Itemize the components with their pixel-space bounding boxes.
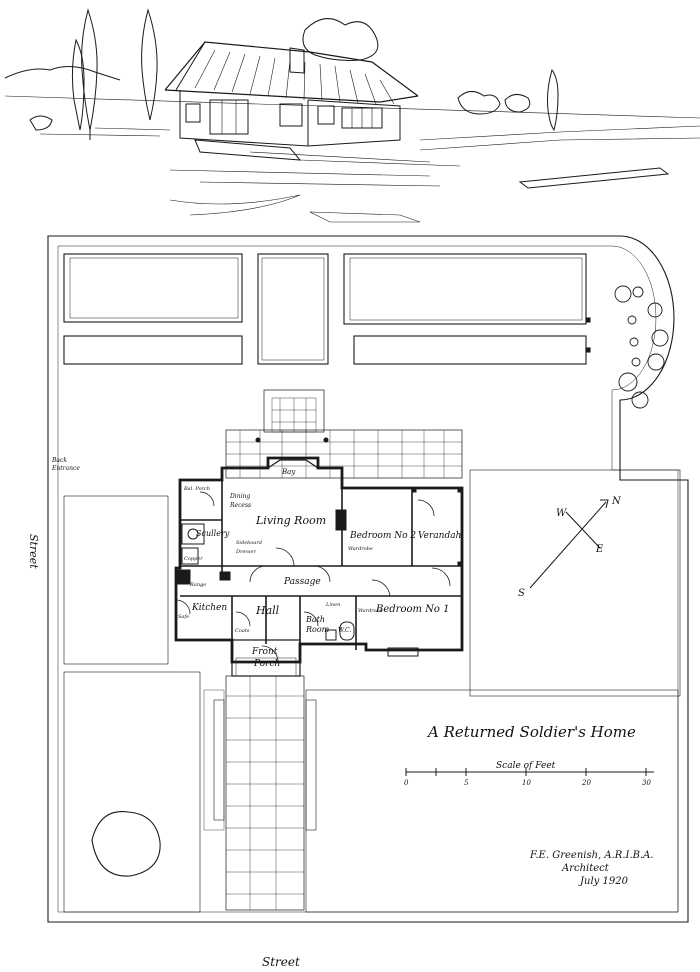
compass-rose [529, 499, 609, 589]
scale-tick-5: 5 [464, 779, 469, 787]
back-entrance-label-2: Entrance [51, 465, 80, 472]
fixture-sideboard: Sideboard [236, 540, 262, 546]
scale-tick-30: 30 [642, 779, 651, 787]
room-bedroom-2: Bedroom No 2 [349, 531, 416, 541]
room-dining-recess-2: Recess [229, 502, 251, 509]
scale-label: Scale of Feet [496, 761, 556, 771]
tree-circle [91, 811, 161, 877]
scale-tick-20: 20 [581, 779, 591, 787]
scale-bar [405, 768, 654, 776]
street-label-bottom: Street [262, 955, 300, 969]
room-bath-room: Bath [305, 615, 325, 624]
room-scullery: Scullery [196, 529, 230, 538]
architect-name: F.E. Greenish, A.R.I.B.A. [529, 850, 654, 861]
garden-bed-circles [614, 285, 669, 409]
room-bath-porch: Bal. Porch [183, 486, 210, 492]
scale-tick-0: 0 [404, 779, 409, 787]
fixture-wardrobe-1: Wardrobe [348, 546, 373, 552]
room-kitchen: Kitchen [191, 603, 227, 613]
room-bath-room-2: Room [305, 625, 330, 634]
site-plan [47, 235, 689, 923]
room-passage: Passage [283, 577, 321, 587]
architect-role: Architect [561, 863, 610, 874]
compass-north: N [611, 496, 622, 507]
room-front-porch: Front [251, 647, 278, 657]
room-wc: W.C. [338, 627, 351, 634]
room-living-room: Living Room [255, 514, 326, 527]
room-bay: Bay [281, 468, 296, 476]
fixture-wardrobe-2: Wardrobe [358, 608, 383, 614]
fixture-dresser: Dresser [235, 549, 256, 555]
room-hall: Hall [255, 604, 280, 617]
room-front-porch-2: Porch [253, 659, 280, 669]
outer-walls [174, 456, 464, 664]
compass-east: E [595, 544, 604, 555]
house-floor-plan [174, 456, 464, 677]
fixture-linen: Linen [325, 602, 340, 608]
title-text: A Returned Soldier's Home [426, 723, 636, 741]
compass-south: S [518, 588, 525, 599]
scale-tick-10: 10 [522, 779, 531, 787]
fixture-range: Range [189, 582, 206, 588]
room-verandah: Verandah [418, 531, 461, 541]
room-dining-recess: Dining [229, 493, 250, 500]
room-bedroom-1: Bedroom No 1 [375, 604, 449, 615]
paved-terrace [225, 389, 463, 911]
fixture-copper: Copper [184, 556, 203, 562]
fixture-safe: Safe [178, 614, 189, 620]
street-label-left: Street [27, 534, 40, 569]
house-perspective-sketch [4, 8, 700, 223]
back-entrance-label: Back [51, 457, 67, 464]
fixture-coats: Coats [235, 628, 250, 634]
plan-labels: A Returned Soldier's Home Scale of Feet … [27, 457, 654, 969]
compass-west: W [556, 508, 567, 519]
site-boundary [47, 235, 689, 923]
architect-date: July 1920 [578, 876, 629, 887]
